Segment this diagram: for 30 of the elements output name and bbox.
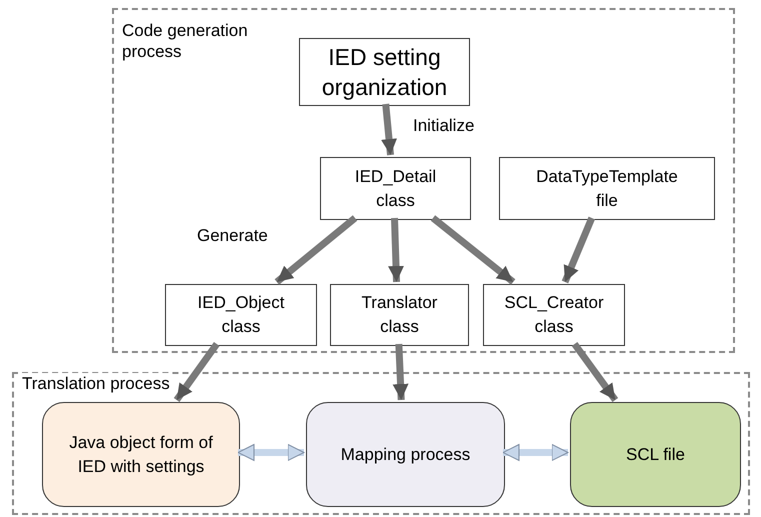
box-label: IED setting organization [320, 43, 448, 102]
rounded-process-box [306, 402, 505, 507]
class-box [320, 157, 471, 220]
arrow [274, 215, 358, 285]
rounded-process-box [42, 402, 240, 507]
class-box [499, 157, 715, 220]
group-title: Translation process [22, 373, 170, 394]
rounded-process-box [570, 402, 741, 507]
double-arrow [238, 444, 304, 461]
arrow [381, 104, 397, 156]
arrow [572, 342, 618, 402]
class-box [165, 284, 317, 346]
arrow [392, 344, 409, 400]
dashed-group-frame [12, 372, 750, 515]
box-label: Translator class [360, 292, 438, 338]
box-label: SCL file [626, 444, 685, 466]
box-label: DataTypeTemplate file [535, 166, 679, 212]
class-box [330, 284, 469, 346]
box-label: Mapping process [340, 444, 470, 466]
box-label: SCL_Creator class [503, 292, 605, 338]
box-label: IED_Object class [196, 292, 286, 338]
class-box [299, 38, 470, 106]
arrow [430, 215, 516, 285]
arrow [388, 218, 404, 282]
double-arrow [502, 444, 568, 461]
dashed-group-frame [112, 8, 735, 353]
class-box [483, 284, 625, 346]
box-label: Java object form of IED with settings [68, 432, 214, 478]
arrow [562, 216, 596, 284]
box-label: IED_Detail class [354, 166, 438, 212]
